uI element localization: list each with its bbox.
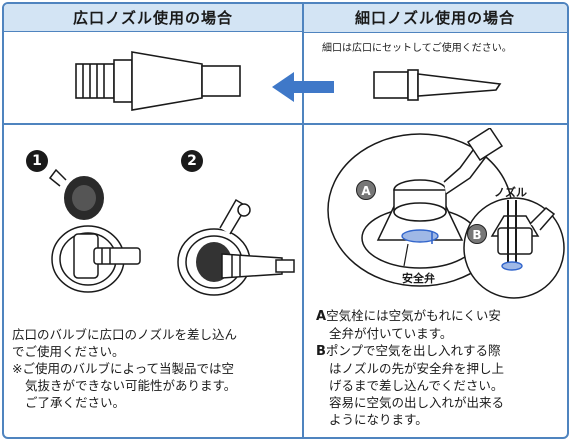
nozzle-label: ノズル bbox=[494, 186, 527, 199]
item-b-marker: B bbox=[316, 344, 326, 359]
caution-line: ※ご使用のバルブによって当製品では空 bbox=[12, 361, 234, 376]
item-b-line: Bポンプで空気を出し入れする際 bbox=[316, 343, 501, 359]
wide-nozzle-header: 広口ノズル使用の場合 bbox=[4, 4, 303, 32]
item-a-line: 全弁が付いています。 bbox=[329, 326, 453, 341]
instruction-line: でご使用ください。 bbox=[12, 344, 125, 359]
valve-insert-step2-illustration bbox=[177, 198, 295, 296]
item-b-line: はノズルの先が安全弁を押し上 bbox=[329, 361, 505, 376]
safety-valve-label: 安全弁 bbox=[402, 272, 435, 285]
marker-a-label: A bbox=[356, 180, 376, 200]
narrow-nozzle-note: 細口は広口にセットしてご使用ください。 bbox=[322, 43, 512, 54]
instruction-line: 広口のバルブに広口のノズルを差し込ん bbox=[12, 327, 238, 342]
item-b-line: げるまで差し込んでください。 bbox=[329, 378, 504, 393]
instruction-panel: 広口ノズル使用の場合 細口ノズル使用の場合 細口は広口にセットしてご使用ください… bbox=[2, 2, 569, 439]
safety-valve-illustration bbox=[327, 128, 565, 299]
item-b-line: 容易に空気の出し入れが出来る bbox=[329, 395, 505, 410]
narrow-nozzle-illustration bbox=[373, 69, 502, 101]
step-2-badge: 2 bbox=[181, 150, 203, 172]
horizontal-divider bbox=[4, 123, 567, 125]
narrow-nozzle-header: 細口ノズル使用の場合 bbox=[303, 4, 567, 33]
item-a-line: A空気栓には空気がもれにくい安 bbox=[316, 308, 501, 324]
valve-insert-step1-illustration bbox=[48, 168, 141, 293]
caution-line: ご了承ください。 bbox=[25, 395, 126, 410]
caution-line: 気抜きができない可能性があります。 bbox=[25, 378, 237, 393]
vertical-divider bbox=[302, 4, 304, 437]
narrow-nozzle-instructions: A空気栓には空気がもれにくい安 全弁が付いています。 Bポンプで空気を出し入れす… bbox=[316, 307, 566, 428]
marker-b-label: B bbox=[467, 224, 487, 244]
wide-nozzle-instructions: 広口のバルブに広口のノズルを差し込ん でご使用ください。 ※ご使用のバルブによっ… bbox=[12, 326, 297, 411]
item-b-line: ようになります。 bbox=[329, 412, 428, 427]
step-1-badge: 1 bbox=[26, 150, 48, 172]
item-a-marker: A bbox=[316, 309, 327, 324]
left-arrow-icon bbox=[272, 72, 334, 102]
wide-nozzle-illustration bbox=[75, 51, 241, 111]
